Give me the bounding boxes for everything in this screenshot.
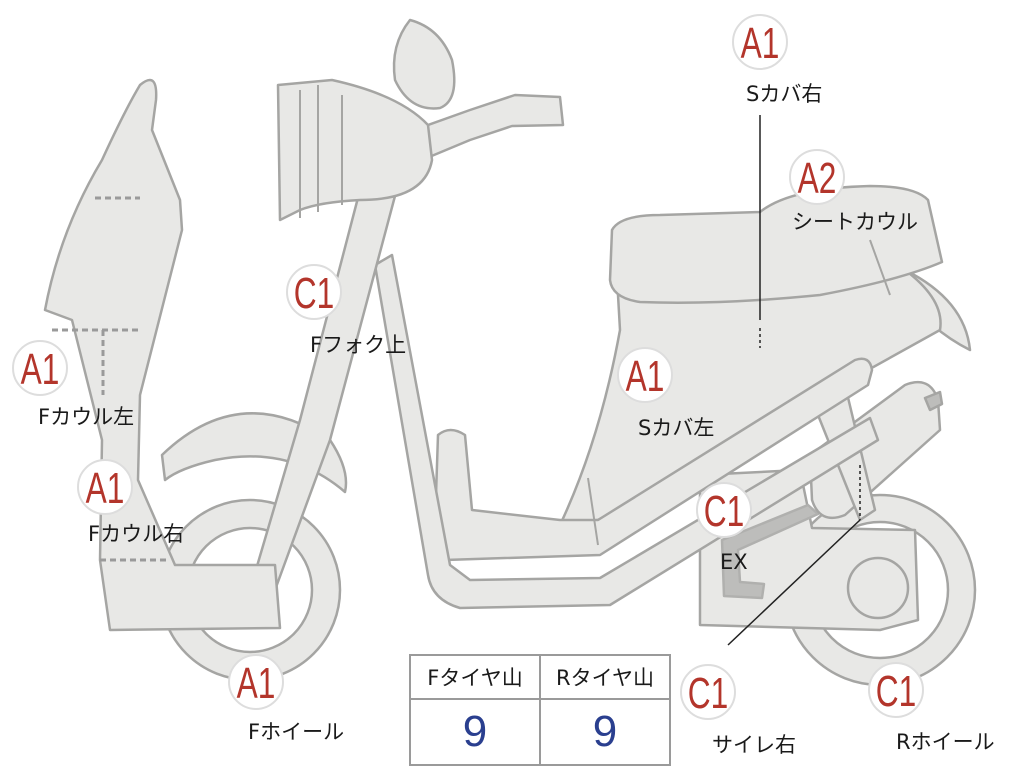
grade-badge-circle: [789, 149, 845, 205]
grade-badge-circle: [868, 662, 924, 718]
grade-badge-circle: [617, 347, 673, 403]
grade-badge-text: C1: [876, 667, 916, 716]
grade-badge-text: A1: [626, 352, 665, 401]
label-f-cowl-left: Fカウル左: [38, 405, 135, 429]
mirror: [392, 18, 456, 110]
muffler-shape: [808, 380, 942, 520]
body-panel: [558, 268, 942, 527]
grade-badge-circle: [228, 654, 284, 710]
grade-badge-text: C1: [704, 487, 744, 536]
grade-badge-muffler-right: C1: [680, 664, 736, 720]
grade-badge-circle: [77, 459, 133, 515]
grade-badge-text: C1: [688, 669, 728, 718]
rear-tire-tread-header: Rタイヤ山: [539, 654, 671, 700]
label-seat-cowl: シートカウル: [792, 210, 918, 234]
label-f-wheel: Fホイール: [248, 720, 345, 744]
grade-badge-text: A1: [741, 19, 780, 68]
grade-badge-f-fork-upper: C1: [286, 264, 342, 320]
grade-badge-text: A1: [237, 659, 276, 708]
grade-badge-r-wheel: C1: [868, 662, 924, 718]
label-s-cover-right: Sカバ右: [746, 82, 823, 106]
tire-tread-table: Fタイヤ山 Rタイヤ山 9 9: [409, 654, 671, 766]
grade-badge-text: A1: [21, 345, 60, 394]
grade-badge-f-cowl-right: A1: [77, 459, 133, 515]
front-tire-tread-header: Fタイヤ山: [409, 654, 541, 700]
label-muffler-right: サイレ右: [712, 733, 796, 757]
grade-badge-text: C1: [294, 269, 334, 318]
grade-badge-exhaust: C1: [696, 482, 752, 538]
label-s-cover-left: Sカバ左: [638, 416, 715, 440]
front-fork: [248, 188, 397, 592]
grade-badge-f-wheel: A1: [228, 654, 284, 710]
grade-badge-text: A1: [86, 464, 125, 513]
seat-shape: [608, 184, 944, 304]
label-f-fork-upper: Fフォク上: [310, 333, 407, 357]
label-f-cowl-right: Fカウル右: [88, 522, 185, 546]
grade-badge-seat-cowl: A2: [789, 149, 845, 205]
label-r-wheel: Rホイール: [896, 730, 995, 754]
grade-badge-circle: [680, 664, 736, 720]
grade-badge-s-cover-left: A1: [617, 347, 673, 403]
leader-line-muffler: [727, 519, 861, 646]
label-exhaust: EX: [720, 550, 748, 574]
exhaust-pipe-shape: [720, 503, 820, 600]
rear-tire-tread-value: 9: [539, 698, 671, 766]
grade-badge-circle: [12, 340, 68, 396]
headlight: [276, 78, 434, 222]
frame-tube: [373, 253, 880, 610]
grade-badge-circle: [696, 482, 752, 538]
grade-badge-s-cover-right: A1: [732, 14, 788, 70]
front-tire-tread-value: 9: [409, 698, 541, 766]
grade-badge-circle: [732, 14, 788, 70]
engine-hub: [846, 556, 910, 620]
grade-badge-circle: [286, 264, 342, 320]
grade-badge-f-cowl-left: A1: [12, 340, 68, 396]
muffler-tip: [923, 390, 944, 412]
grade-badge-text: A2: [798, 154, 837, 203]
